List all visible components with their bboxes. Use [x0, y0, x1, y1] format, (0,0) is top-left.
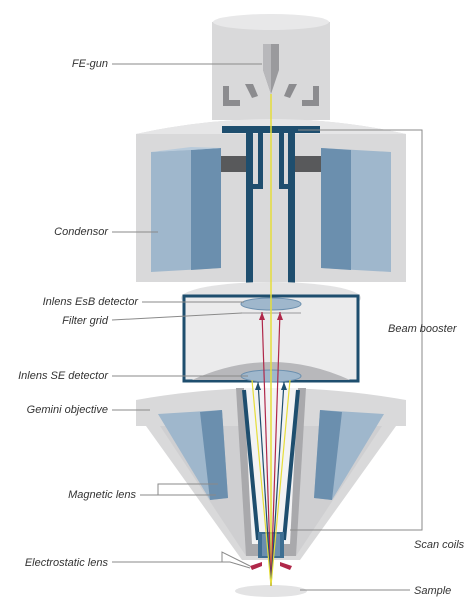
condenser-bars	[221, 156, 321, 172]
label-magnetic-lens: Magnetic lens	[68, 489, 136, 501]
leader-lines	[111, 63, 423, 591]
magnetic-lens-right	[314, 410, 384, 500]
condenser-coil-right	[321, 148, 391, 272]
label-condensor: Condensor	[54, 226, 109, 238]
signal-electron-trajectories	[251, 311, 291, 587]
label-filter-grid: Filter grid	[62, 315, 109, 327]
electrostatic-lens	[250, 562, 292, 570]
label-inlens-esb-detector: Inlens EsB detector	[43, 296, 140, 308]
label-sample: Sample	[414, 585, 451, 597]
label-fe-gun: FE-gun	[72, 58, 108, 70]
sample-stage	[235, 585, 307, 597]
label-gemini-objective: Gemini objective	[27, 404, 108, 416]
trajectory-arrowheads	[255, 312, 287, 390]
label-inlens-se-detector: Inlens SE detector	[18, 370, 109, 382]
magnetic-lens-left	[158, 410, 228, 500]
label-scan-coils: Scan coils	[414, 539, 465, 551]
extractor-electrodes	[223, 84, 319, 106]
label-beam-booster: Beam booster	[388, 323, 458, 335]
fe-gun-tip	[263, 44, 279, 94]
label-electrostatic-lens: Electrostatic lens	[25, 557, 109, 569]
labels: FE-gun Condensor Inlens EsB detector Fil…	[18, 58, 465, 597]
condenser-coil-left	[151, 147, 221, 272]
